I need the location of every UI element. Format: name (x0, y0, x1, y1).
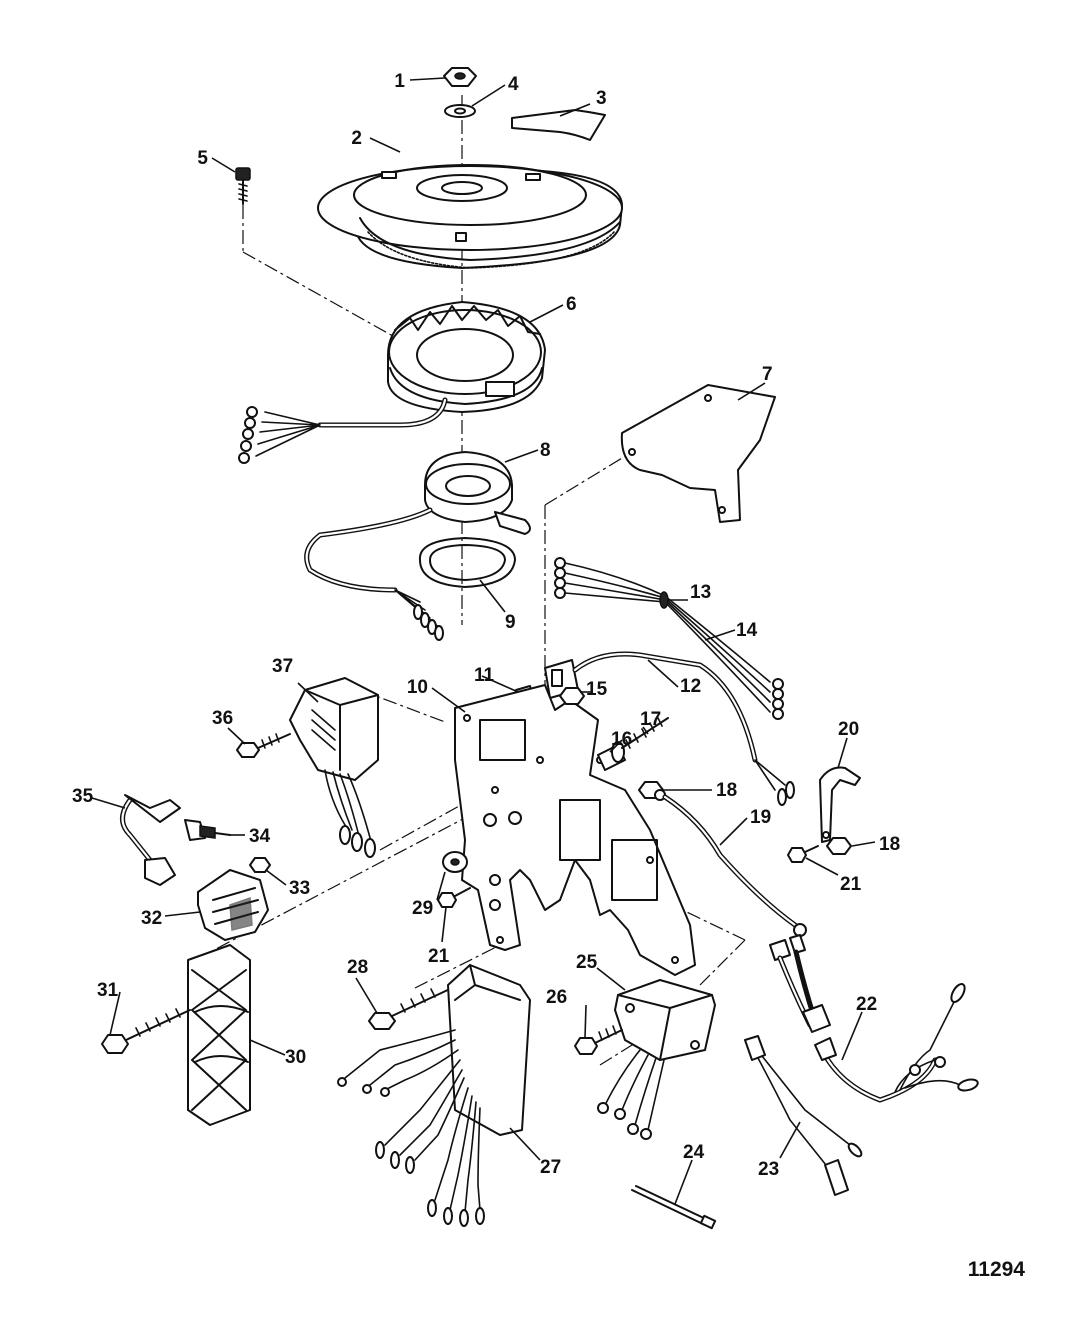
decal (511, 109, 606, 141)
figure-number: 11294 (968, 1258, 1026, 1281)
callout-20: 20 (838, 719, 859, 740)
callout-18-b: 18 (879, 834, 900, 855)
callout-35: 35 (72, 786, 94, 807)
screw-21-b (437, 887, 471, 908)
bolt-31 (101, 1008, 191, 1054)
callout-5: 5 (197, 148, 208, 169)
trigger (304, 451, 531, 641)
callout-25: 25 (576, 952, 598, 973)
mounting-plate (454, 684, 696, 976)
screw-5 (235, 167, 251, 205)
capacitor-pack-30 (187, 944, 251, 1126)
switch-box-27 (337, 964, 531, 1227)
flywheel-nut (443, 67, 477, 87)
callout-18-a: 18 (716, 780, 737, 801)
callout-14: 14 (736, 620, 758, 641)
module-37 (289, 677, 379, 858)
stator (387, 301, 546, 413)
clamp-20 (819, 766, 861, 843)
callout-28: 28 (347, 957, 368, 978)
screw-36 (236, 733, 291, 758)
callout-27: 27 (540, 1157, 561, 1178)
callout-labels: 1 2 3 4 5 6 7 8 9 10 11 12 13 14 15 16 1… (72, 71, 1025, 1281)
bracket-7 (620, 384, 776, 523)
nut-18-b (826, 837, 852, 855)
callout-16: 16 (611, 729, 632, 750)
ignition-coil-32 (197, 869, 269, 941)
bolt-28 (368, 987, 453, 1030)
callout-33: 33 (289, 878, 310, 899)
callout-12: 12 (680, 676, 701, 697)
callout-1: 1 (394, 71, 405, 92)
callout-17: 17 (640, 709, 661, 730)
callout-19: 19 (750, 807, 771, 828)
cable-tie-24 (631, 1185, 717, 1230)
flywheel (317, 164, 623, 269)
callout-23: 23 (758, 1159, 779, 1180)
screw-21-a (787, 845, 819, 863)
callout-32: 32 (141, 908, 162, 929)
callout-11: 11 (474, 665, 495, 686)
spark-plug-lead-35 (120, 794, 181, 886)
callout-21-b: 21 (428, 946, 450, 967)
callout-2: 2 (351, 128, 362, 149)
callout-7: 7 (762, 364, 773, 385)
callout-15: 15 (586, 679, 608, 700)
callout-29: 29 (412, 898, 433, 919)
callout-13: 13 (690, 582, 711, 603)
nut-15 (559, 687, 585, 705)
stator-wire-harness (238, 397, 448, 464)
callout-34: 34 (249, 826, 271, 847)
callout-8: 8 (540, 440, 551, 461)
wire-harness-14 (554, 557, 784, 720)
callout-10: 10 (407, 677, 428, 698)
stud-17 (621, 717, 669, 749)
callout-37: 37 (272, 656, 293, 677)
callout-3: 3 (596, 88, 607, 109)
grommet-29 (442, 851, 468, 873)
flywheel-washer (444, 104, 476, 118)
callout-6: 6 (566, 294, 577, 315)
wire-harness-22 (769, 934, 979, 1103)
callout-31: 31 (97, 980, 119, 1001)
wire-harness-23 (744, 1035, 863, 1196)
callout-4: 4 (508, 74, 519, 95)
retainer-ring (418, 537, 516, 588)
callout-9: 9 (505, 612, 516, 633)
callout-22: 22 (856, 994, 877, 1015)
callout-26: 26 (546, 987, 567, 1008)
rectifier-25 (597, 979, 716, 1140)
callout-36: 36 (212, 708, 233, 729)
leader-lines (91, 77, 876, 1205)
callout-21-a: 21 (840, 874, 862, 895)
nut-33 (249, 857, 271, 873)
spark-plug-34 (184, 819, 231, 841)
screw-26 (574, 1025, 623, 1055)
callout-30: 30 (285, 1047, 306, 1068)
callout-24: 24 (683, 1142, 705, 1163)
